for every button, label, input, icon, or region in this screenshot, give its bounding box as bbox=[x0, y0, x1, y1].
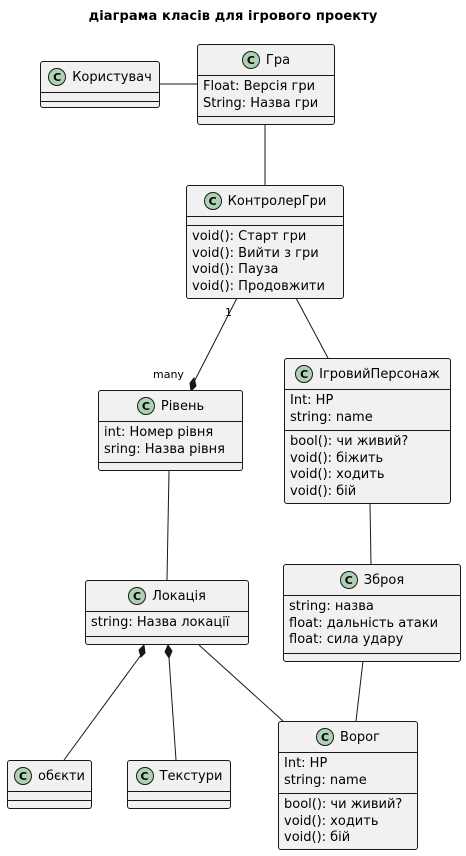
methods-section bbox=[99, 463, 242, 470]
class-header: C Користувач bbox=[41, 62, 159, 93]
class-riven[interactable]: C Рівень int: Номер рівня sring: Назва р… bbox=[98, 390, 243, 471]
methods-section bbox=[41, 102, 159, 107]
class-voroh[interactable]: C Ворог Int: HP string: name bool(): чи … bbox=[278, 721, 418, 850]
attributes-section: Int: HP string: name bbox=[279, 753, 417, 794]
multiplicity-many: many bbox=[153, 368, 184, 381]
methods-section bbox=[8, 801, 91, 808]
class-tekstury[interactable]: C Текстури bbox=[127, 760, 231, 809]
attribute: string: name bbox=[290, 409, 373, 425]
method: bool(): чи живий? bbox=[290, 434, 409, 449]
methods-section bbox=[284, 654, 460, 662]
class-icon: C bbox=[128, 587, 147, 605]
attribute: Int: HP bbox=[284, 756, 328, 771]
composition-diamond-tekstury bbox=[164, 643, 173, 660]
class-icon: C bbox=[14, 767, 32, 785]
class-name: Користувач bbox=[72, 69, 152, 85]
methods-section bbox=[86, 637, 248, 645]
link-riven-lokatsiia bbox=[166, 470, 170, 581]
method: void(): ходить bbox=[284, 813, 379, 829]
attribute: float: сила удару bbox=[289, 632, 404, 647]
methods-section bbox=[198, 117, 334, 124]
attributes-section: Int: HP string: name bbox=[285, 390, 450, 431]
attributes-section: string: назва float: дальність атаки flo… bbox=[284, 596, 460, 654]
attribute: int: Номер рівня bbox=[104, 425, 214, 440]
class-name: Гра bbox=[265, 52, 291, 68]
class-header: C Локація bbox=[86, 581, 248, 612]
class-icon: C bbox=[339, 571, 358, 589]
class-header: C Зброя bbox=[284, 565, 460, 596]
class-name: Рівень bbox=[160, 398, 205, 414]
method: void(): ходить bbox=[290, 467, 385, 482]
methods-section: bool(): чи живий? void(): ходить void():… bbox=[279, 794, 417, 849]
class-zbroia[interactable]: C Зброя string: назва float: дальність а… bbox=[283, 564, 461, 662]
link-zbroia-voroh bbox=[355, 660, 364, 722]
class-name: Зброя bbox=[363, 572, 405, 588]
attributes-section: int: Номер рівня sring: Назва рівня bbox=[99, 422, 242, 463]
class-icon: C bbox=[316, 728, 335, 746]
attribute: Float: Версія гри bbox=[203, 79, 316, 94]
attributes-section: string: Назва локації bbox=[86, 612, 248, 637]
class-icon: C bbox=[135, 767, 154, 785]
attribute: String: Назва гри bbox=[203, 95, 319, 111]
attribute: sring: Назва рівня bbox=[104, 441, 225, 457]
attribute: string: name bbox=[284, 772, 367, 788]
class-header: C Ворог bbox=[279, 722, 417, 753]
class-header: C КонтролерГри bbox=[187, 186, 343, 217]
diagram-title: діаграма класів для ігрового проекту bbox=[88, 9, 378, 24]
class-header: C Рівень bbox=[99, 391, 242, 422]
attributes-section bbox=[128, 792, 230, 801]
method: void(): бій bbox=[284, 830, 351, 845]
class-name: Ворог bbox=[340, 729, 380, 745]
method: void(): біжить bbox=[290, 450, 384, 466]
method: void(): Пауза bbox=[192, 262, 279, 277]
class-name: обєкти bbox=[38, 768, 85, 784]
method: bool(): чи живий? bbox=[284, 797, 403, 812]
link-kontroler-riven bbox=[193, 297, 238, 383]
class-icon: C bbox=[136, 397, 155, 415]
class-header: C Гра bbox=[198, 45, 334, 76]
class-header: C обєкти bbox=[8, 761, 91, 792]
class-name: КонтролерГри bbox=[227, 193, 327, 209]
methods-section: bool(): чи живий? void(): біжить void():… bbox=[285, 431, 450, 503]
composition-diamond-obiekty bbox=[138, 643, 146, 658]
class-name: Локація bbox=[152, 588, 206, 604]
class-icon: C bbox=[48, 68, 67, 86]
class-korystuvach[interactable]: C Користувач bbox=[40, 61, 160, 108]
link-personazh-zbroia bbox=[369, 503, 372, 565]
class-kontroler-gry[interactable]: C КонтролерГри void(): Старт гри void():… bbox=[186, 185, 344, 299]
class-gra[interactable]: C Гра Float: Версія гри String: Назва гр… bbox=[197, 44, 335, 125]
attributes-section: Float: Версія гри String: Назва гри bbox=[198, 76, 334, 117]
link-lokatsiia-voroh bbox=[198, 644, 284, 722]
class-igrovyi-personazh[interactable]: C ІгровийПерсонаж Int: HP string: name b… bbox=[284, 358, 451, 504]
class-header: C Текстури bbox=[128, 761, 230, 792]
attribute: string: назва bbox=[289, 599, 374, 614]
attribute: float: дальність атаки bbox=[289, 615, 439, 631]
class-icon: C bbox=[203, 192, 222, 210]
class-header: C ІгровийПерсонаж bbox=[285, 359, 450, 390]
composition-diamond-riven bbox=[189, 376, 197, 393]
attributes-section bbox=[187, 217, 343, 226]
method: void(): бій bbox=[290, 483, 357, 499]
link-lokatsiia-tekstury bbox=[168, 657, 177, 761]
class-obiekty[interactable]: C обєкти bbox=[7, 760, 92, 809]
class-name: Текстури bbox=[159, 768, 223, 784]
link-lokatsiia-obiekty bbox=[63, 654, 142, 761]
class-icon: C bbox=[241, 51, 260, 69]
methods-section: void(): Старт гри void(): Вийти з гри vo… bbox=[187, 226, 343, 298]
attributes-section bbox=[8, 792, 91, 801]
link-kontroler-personazh bbox=[295, 297, 329, 359]
method: void(): Продовжити bbox=[192, 278, 325, 294]
method: void(): Старт гри bbox=[192, 229, 307, 244]
attribute: string: Назва локації bbox=[91, 615, 230, 630]
class-lokatsiia[interactable]: C Локація string: Назва локації bbox=[85, 580, 249, 645]
attributes-section bbox=[41, 93, 159, 102]
class-name: ІгровийПерсонаж bbox=[319, 366, 440, 382]
attribute: Int: HP bbox=[290, 393, 334, 408]
class-icon: C bbox=[295, 365, 314, 383]
methods-section bbox=[128, 801, 230, 808]
multiplicity-one: 1 bbox=[225, 306, 232, 319]
method: void(): Вийти з гри bbox=[192, 245, 319, 261]
